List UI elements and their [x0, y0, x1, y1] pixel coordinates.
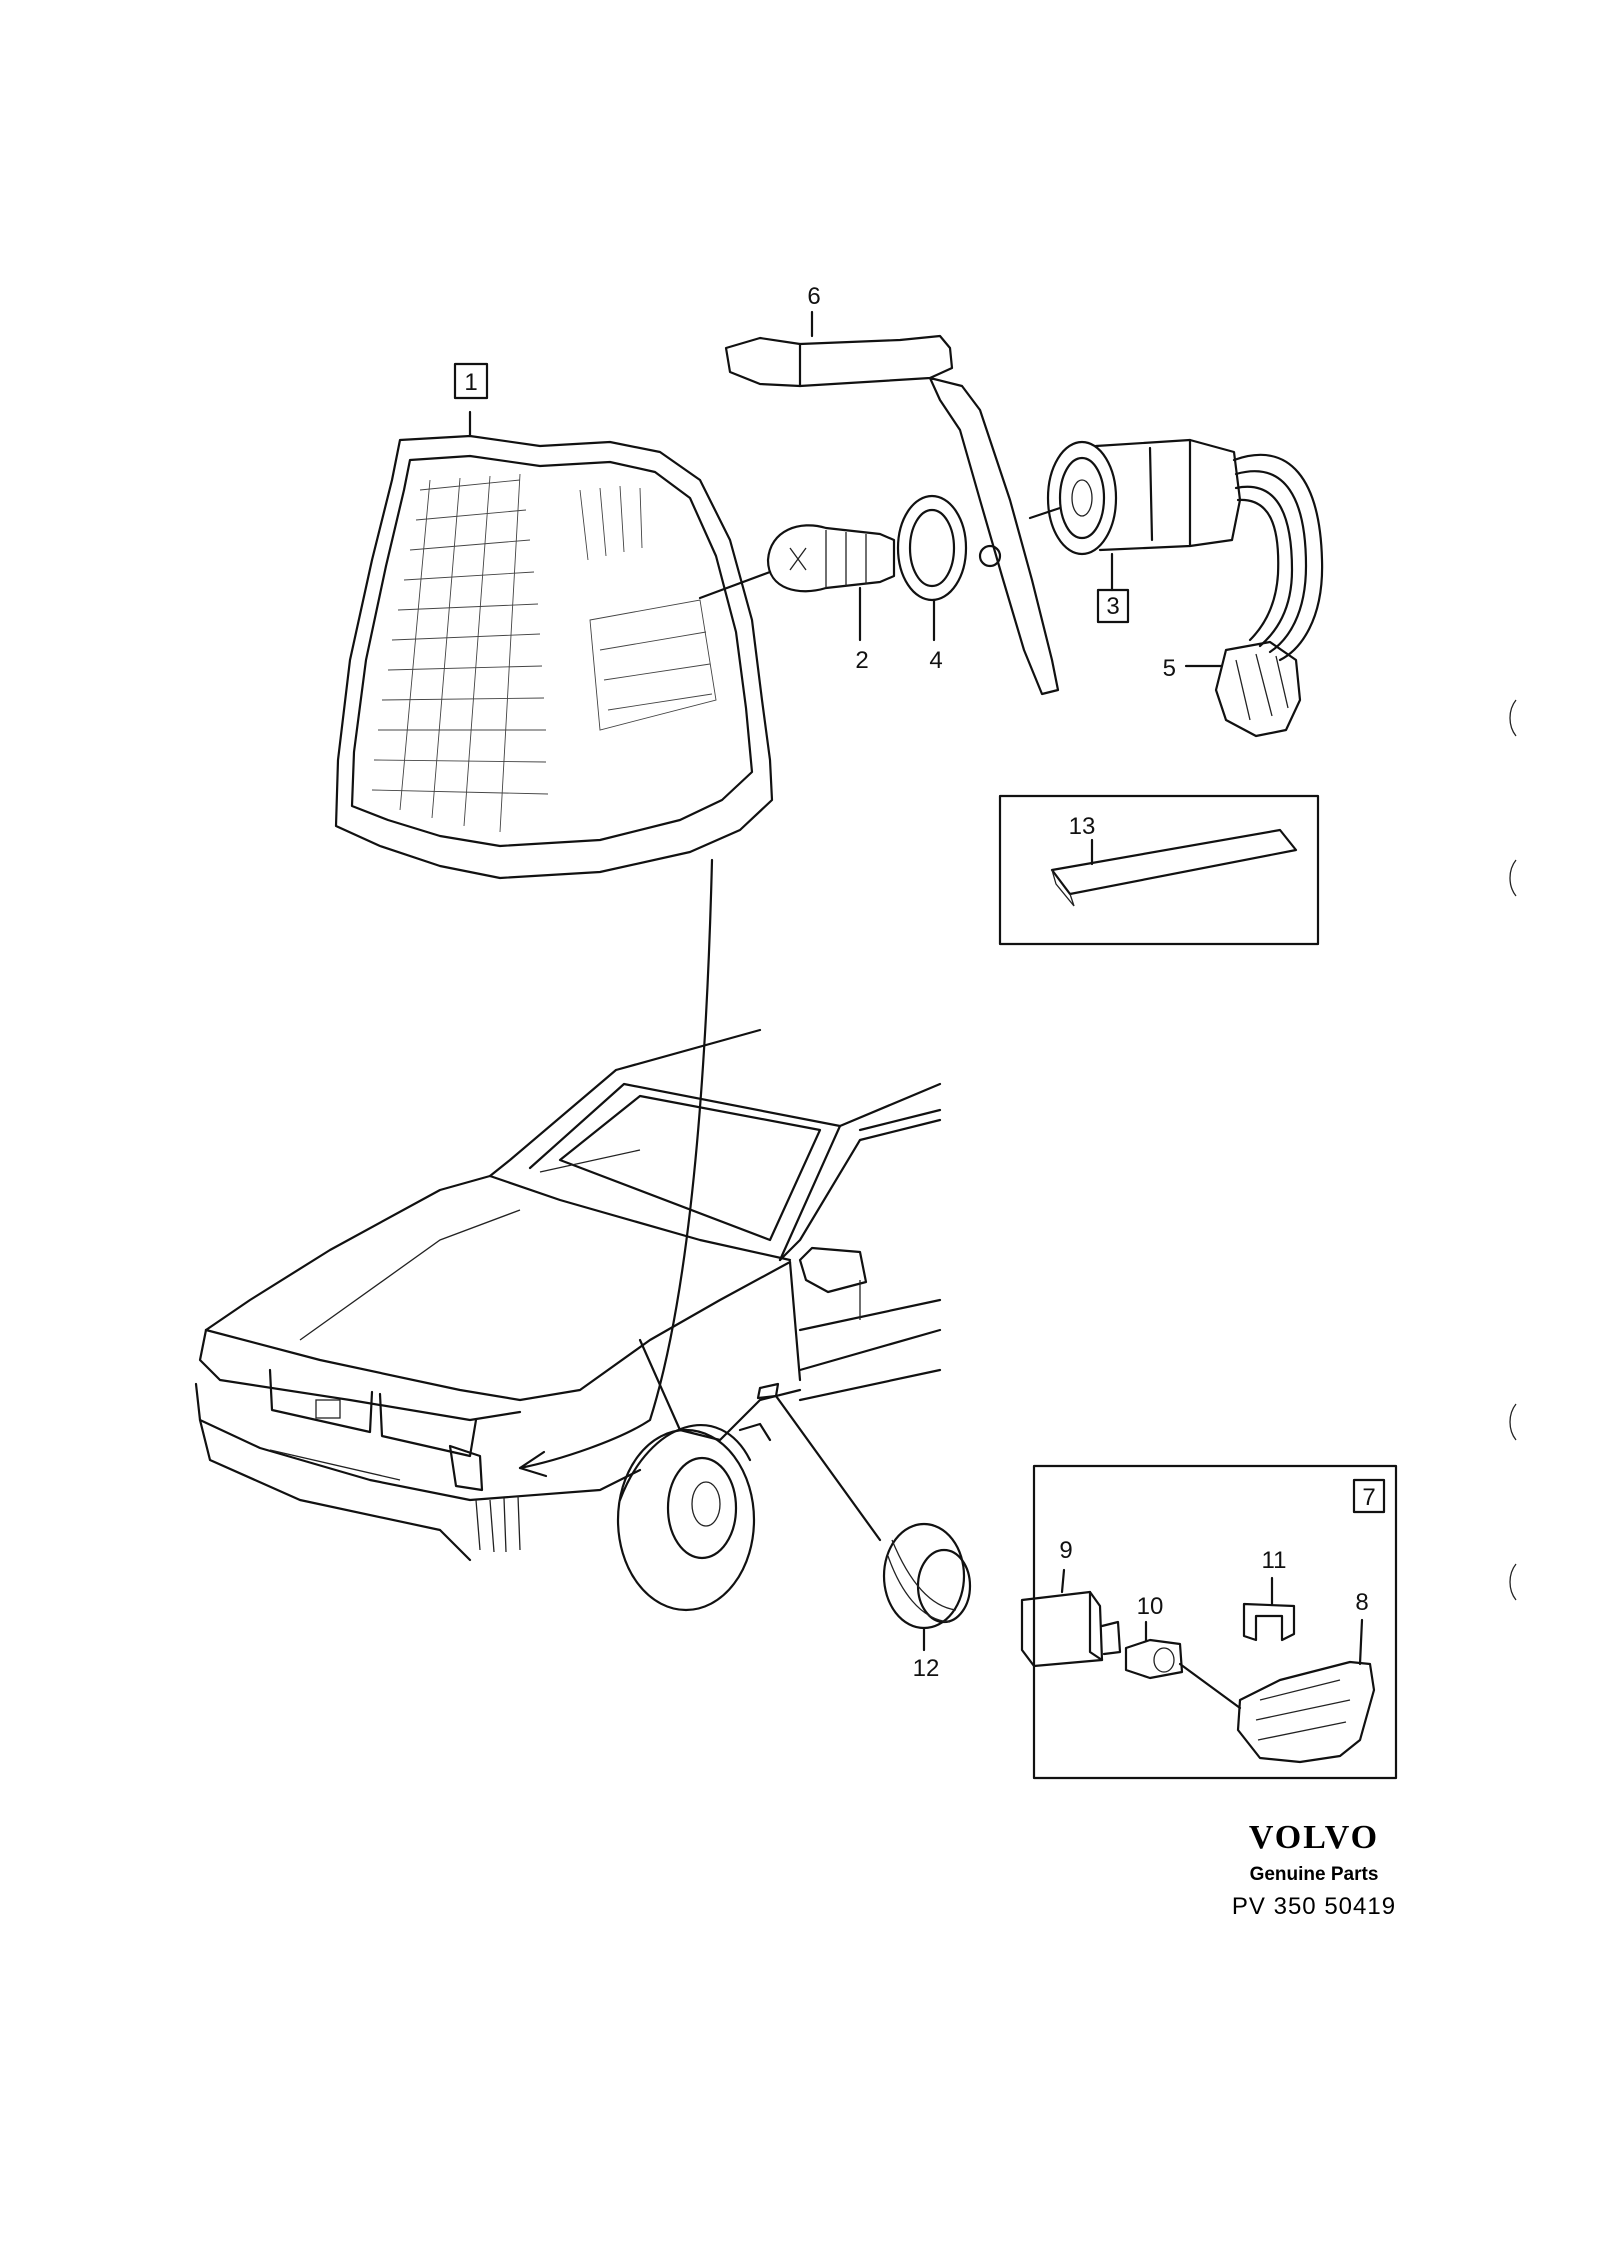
corner-lamp-lens: 1 [334, 362, 774, 880]
callout-10: 10 [1137, 1593, 1164, 1620]
drawing-code: PV 350 50419 [1232, 1893, 1396, 1920]
callout-1: 1 [464, 369, 477, 396]
callout-13: 13 [1069, 813, 1096, 840]
margin-marks [1509, 699, 1517, 1601]
callout-9: 9 [1059, 1537, 1072, 1564]
bulb-holder-socket: 3 [1028, 438, 1242, 624]
wiring-connector: 5 [1163, 453, 1324, 738]
indicator-bulb: 2 [698, 524, 896, 674]
callout-2: 2 [855, 647, 868, 674]
side-marker-detail-box: 7 9 10 11 8 [1020, 1464, 1398, 1780]
callout-11: 11 [1262, 1547, 1287, 1574]
grommet: 12 [882, 1522, 972, 1682]
car-illustration [194, 1028, 942, 1612]
callout-4: 4 [929, 647, 942, 674]
gasket: 4 [896, 494, 968, 674]
callout-12: 12 [913, 1655, 940, 1682]
mounting-bracket: 6 [724, 283, 1060, 696]
callout-6: 6 [807, 283, 820, 310]
callout-8: 8 [1355, 1589, 1368, 1616]
genuine-parts-label: Genuine Parts [1250, 1864, 1379, 1885]
sealing-strip-box: 13 [998, 794, 1320, 946]
volvo-logo-text: VOLVO [1249, 1819, 1379, 1856]
brand-block: VOLVO Genuine Parts PV 350 50419 [1232, 1819, 1396, 1920]
location-arrow [518, 858, 714, 1478]
callout-3: 3 [1106, 593, 1119, 620]
callout-5: 5 [1163, 655, 1176, 682]
callout-7: 7 [1362, 1484, 1375, 1511]
